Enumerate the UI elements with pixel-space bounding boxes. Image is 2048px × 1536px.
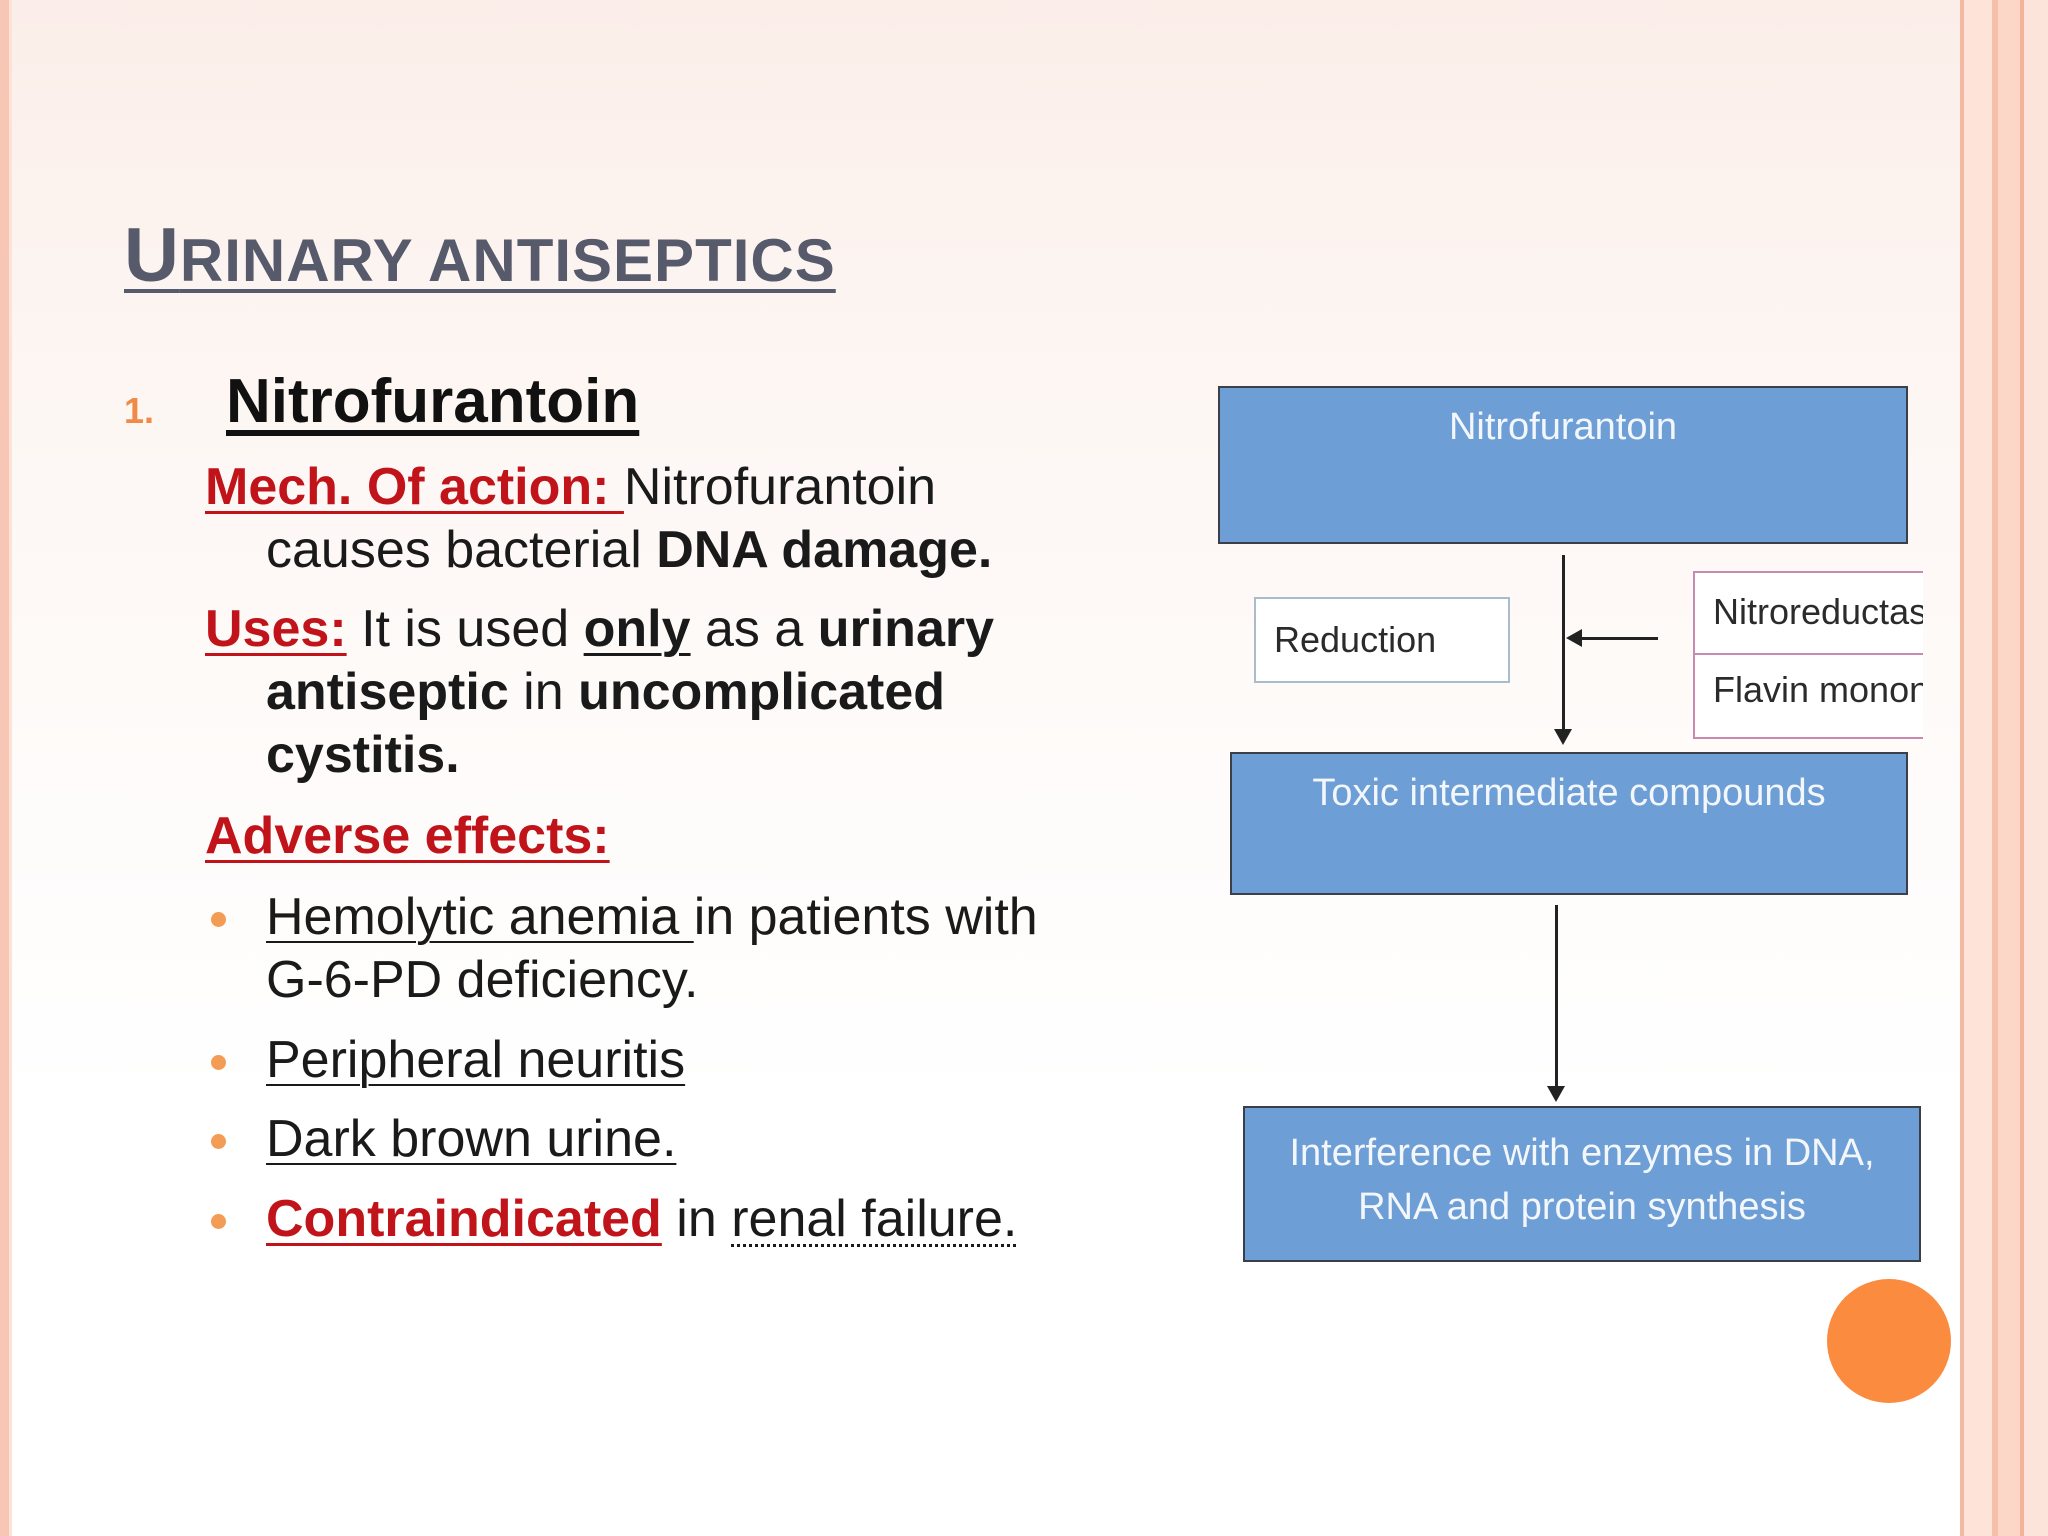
adverse-item-2: Peripheral neuritis — [266, 1029, 685, 1092]
uses-text: It is used — [346, 600, 584, 658]
drug-heading: Nitrofurantoin — [226, 367, 640, 436]
diagram-arrow-line — [1562, 555, 1565, 733]
adverse-label: Adverse effects: — [205, 807, 610, 865]
right-border-stripe — [2024, 0, 2048, 1536]
uses-antiseptic: antiseptic — [266, 663, 509, 721]
diagram-reduction-label: Reduction — [1274, 619, 1437, 660]
bullet-icon — [211, 1214, 226, 1229]
adverse-item-2-text: Peripheral neuritis — [266, 1031, 686, 1089]
diagram-box-enzymes: Nitroreductas Flavin monon — [1693, 571, 1923, 739]
adverse-item-3: Dark brown urine. — [266, 1108, 676, 1171]
mech-label: Mech. Of action: — [205, 458, 624, 516]
adverse-item-1: Hemolytic anemia in patients with — [266, 886, 1038, 949]
uses-only: only — [583, 600, 691, 658]
diagram-arrow-line — [1555, 905, 1558, 1090]
uses-line-3: cystitis. — [266, 724, 460, 787]
diagram-box-nitrofurantoin: Nitrofurantoin — [1218, 386, 1908, 544]
mech-line-2: causes bacterial DNA damage. — [266, 519, 992, 582]
diagram-box-toxic-intermediates: Toxic intermediate compounds — [1230, 752, 1908, 895]
left-border-stripe — [0, 0, 9, 1536]
adverse-item-4-red: Contraindicated — [266, 1190, 662, 1248]
adverse-heading: Adverse effects: — [205, 805, 610, 868]
diagram-bottom-line-1: Interference with enzymes in DNA, — [1289, 1132, 1875, 1174]
list-number: 1. — [124, 390, 155, 431]
bullet-icon — [211, 1055, 226, 1070]
adverse-item-3-text: Dark brown urine. — [266, 1110, 677, 1168]
uses-text: as a — [690, 600, 818, 658]
adverse-item-1-underlined: Hemolytic anemia — [266, 888, 694, 946]
mech-text-2: causes bacterial — [266, 521, 657, 579]
right-border-stripe — [1964, 0, 1992, 1536]
decorative-orange-circle — [1827, 1279, 1951, 1403]
uses-urinary: urinary — [817, 600, 995, 658]
bullet-icon — [211, 912, 226, 927]
diagram-arrow-line — [1580, 637, 1658, 640]
uses-line-1: Uses: It is used only as a urinary — [205, 598, 994, 661]
diagram-box-interference: Interference with enzymes in DNA, RNA an… — [1243, 1106, 1921, 1262]
uses-text: in — [508, 663, 579, 721]
title-first-letter: U — [124, 213, 180, 298]
title-rest: RINARY ANTISEPTICS — [179, 227, 836, 294]
uses-line-2: antiseptic in uncomplicated — [266, 661, 945, 724]
diagram-arrowhead-down — [1547, 1086, 1565, 1102]
adverse-item-1-line-2: G-6-PD deficiency. — [266, 951, 699, 1009]
uses-label: Uses: — [205, 600, 347, 658]
diagram-bottom-line-2: RNA and protein synthesis — [1358, 1186, 1806, 1228]
uses-cystitis: cystitis. — [266, 726, 460, 784]
right-border-stripe — [2020, 0, 2024, 1536]
uses-uncomplicated: uncomplicated — [578, 663, 946, 721]
adverse-item-4: Contraindicated in renal failure. — [266, 1188, 1017, 1251]
diagram-top-label: Nitrofurantoin — [1448, 406, 1678, 448]
diagram-enzyme-1: Nitroreductas — [1695, 573, 1923, 655]
adverse-item-4-dotted: renal failure. — [731, 1190, 1018, 1248]
diagram-arrowhead-left — [1566, 629, 1582, 647]
diagram-enzyme-2: Flavin monon — [1713, 669, 1923, 710]
slide-title: URINARY ANTISEPTICS — [124, 212, 836, 299]
left-border-stripe-inner — [9, 0, 12, 1536]
mech-text-2-bold: DNA damage. — [656, 521, 993, 579]
bullet-icon — [211, 1134, 226, 1149]
right-border-stripe — [1998, 0, 2020, 1536]
right-border-stripe — [1960, 0, 1964, 1536]
diagram-box-reduction: Reduction — [1254, 597, 1510, 683]
adverse-item-1-rest: in patients with — [693, 888, 1038, 946]
adverse-item-4-mid: in — [661, 1190, 732, 1248]
diagram-arrowhead-down — [1554, 729, 1572, 745]
right-border-stripe — [1992, 0, 1998, 1536]
mech-text-1: Nitrofurantoin — [623, 458, 937, 516]
diagram-middle-label: Toxic intermediate compounds — [1312, 772, 1826, 814]
mech-line-1: Mech. Of action: Nitrofurantoin — [205, 456, 936, 519]
